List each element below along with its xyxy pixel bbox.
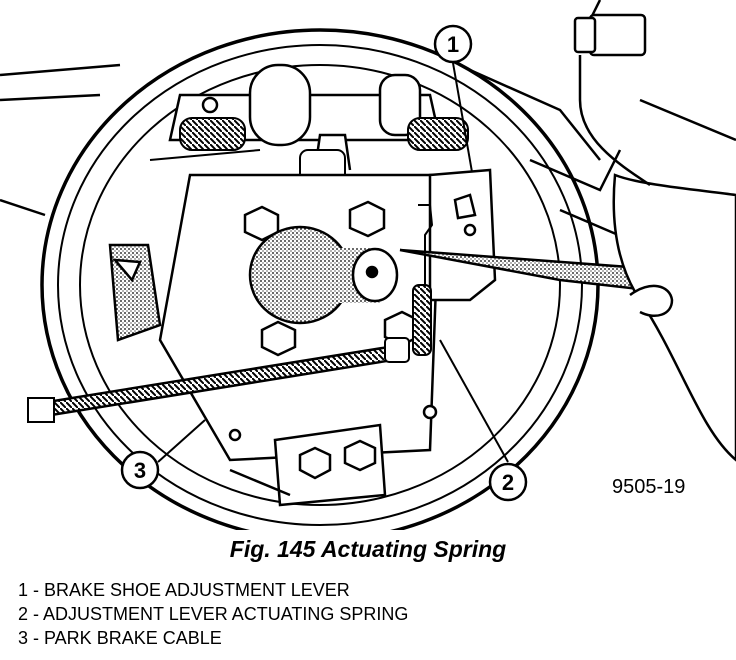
adjustment-lever: [428, 168, 497, 302]
actuating-spring: [412, 204, 434, 356]
probe-tool: [399, 173, 736, 462]
left-brake-shoe: [108, 243, 162, 342]
figure-code: 9505-19: [612, 476, 686, 498]
callout-3: 3: [120, 450, 160, 490]
brake-assembly-illustration: 1 2 3: [0, 0, 736, 530]
callout-1: 1: [433, 24, 473, 64]
figure-caption: Fig. 145 Actuating Spring: [229, 536, 507, 562]
legend-item: 2 - ADJUSTMENT LEVER ACTUATING SPRING: [18, 604, 409, 624]
return-springs: [149, 117, 469, 191]
anchor-plate: [228, 404, 438, 507]
svg-text:2: 2: [502, 470, 514, 495]
figure-legend: 1 - BRAKE SHOE ADJUSTMENT LEVER 2 - ADJU…: [18, 578, 408, 650]
leader-lines: [157, 62, 509, 463]
svg-text:3: 3: [134, 458, 146, 483]
legend-item: 3 - PARK BRAKE CABLE: [18, 628, 222, 648]
svg-text:1: 1: [447, 32, 459, 57]
wire-connector: [573, 13, 651, 187]
park-brake-cable: [27, 337, 410, 423]
axle-hub: [248, 225, 399, 325]
callout-2: 2: [488, 462, 528, 502]
legend-item: 1 - BRAKE SHOE ADJUSTMENT LEVER: [18, 580, 350, 600]
